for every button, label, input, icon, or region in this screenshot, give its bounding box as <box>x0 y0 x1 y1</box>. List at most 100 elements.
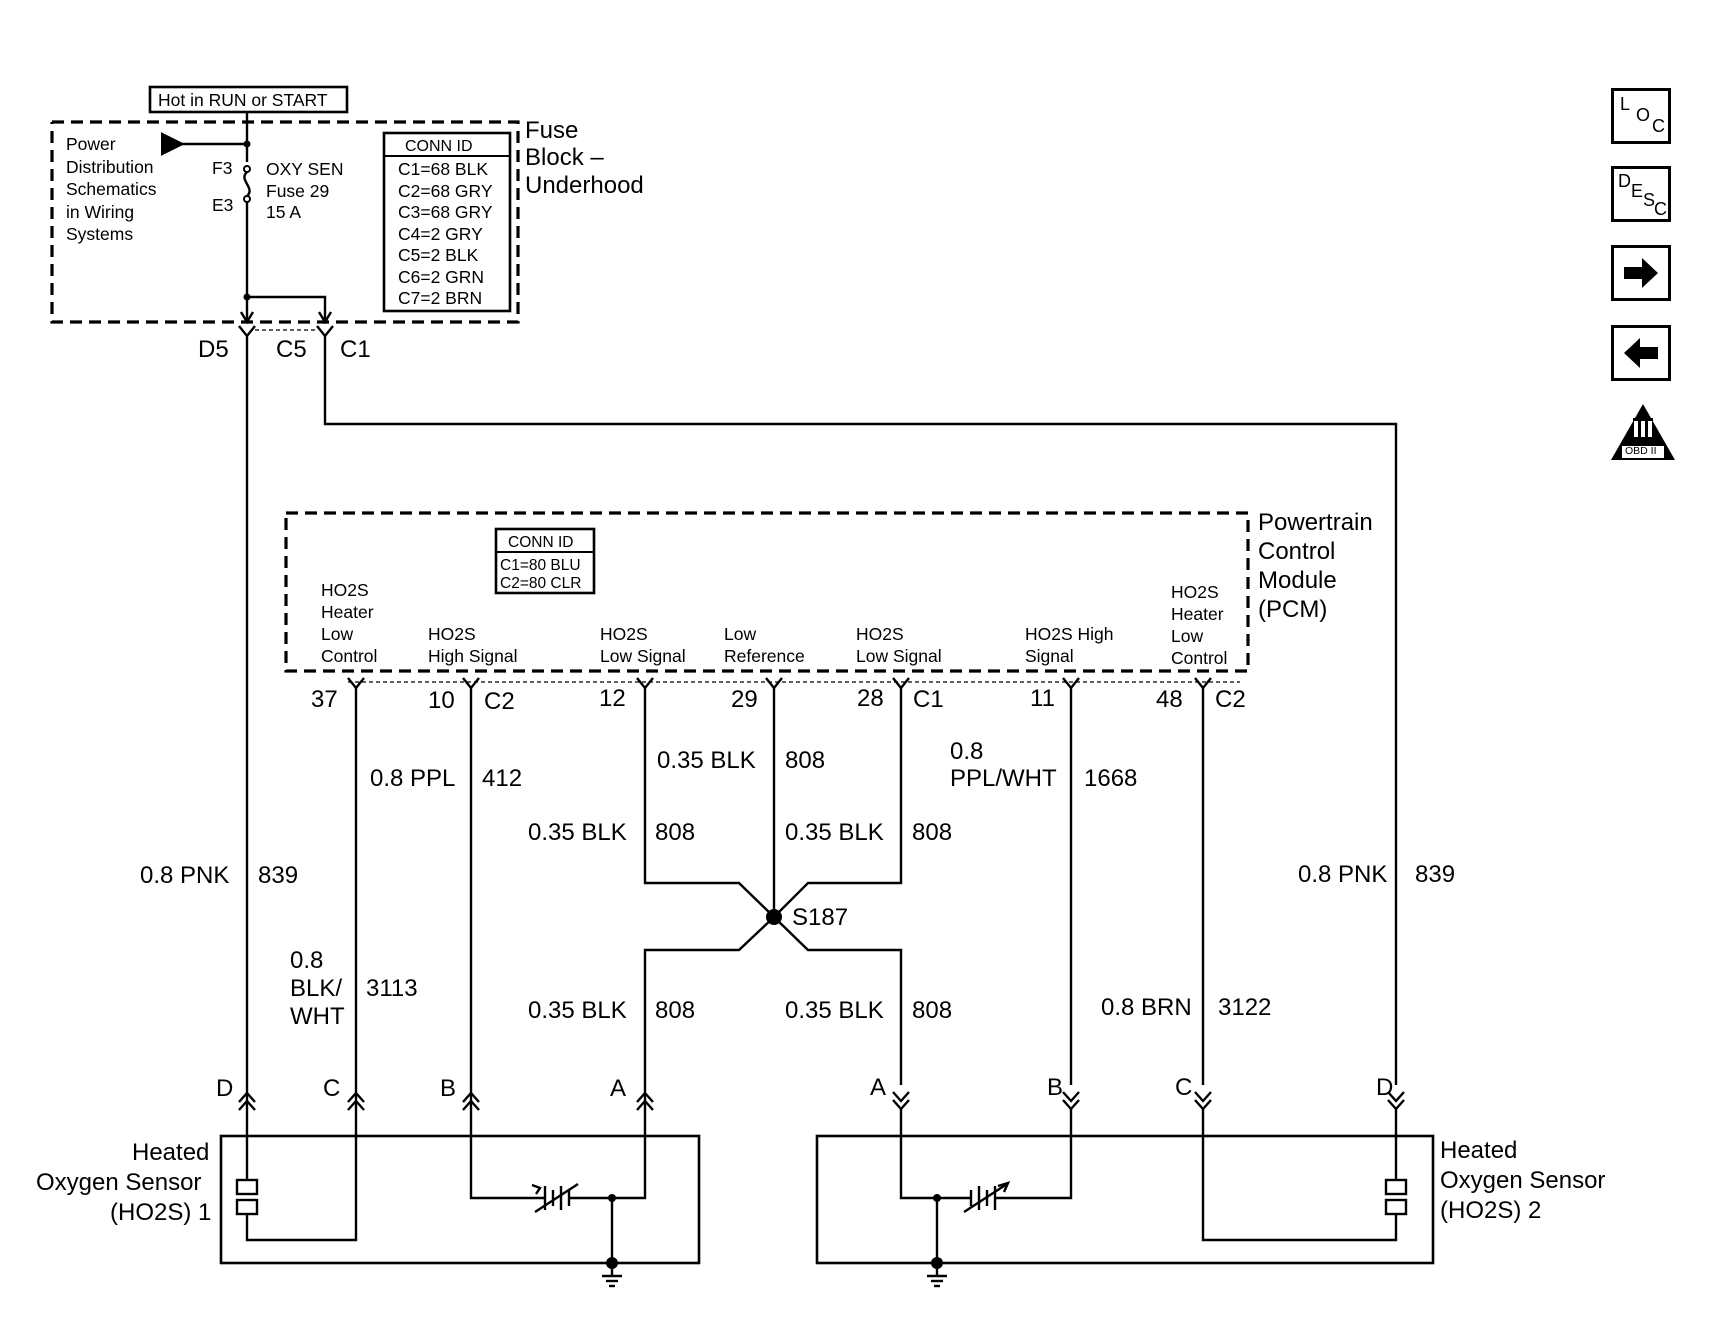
terminal-label: Control <box>321 646 377 666</box>
fuse-name: OXY SEN <box>266 159 344 179</box>
junction <box>606 1257 618 1269</box>
connector-icon <box>316 325 334 338</box>
fuse-block: Hot in RUN or START Power Distribution S… <box>50 85 644 325</box>
description-button[interactable]: D E S C <box>1611 166 1671 222</box>
sensor-name: (HO2S) 2 <box>1440 1197 1541 1224</box>
pcm: Powertrain Control Module (PCM) CONN ID … <box>284 509 1373 673</box>
sensor-name: Heated <box>132 1139 209 1166</box>
terminal-label: HO2S <box>600 624 648 644</box>
pcm-conn-c2: C2 <box>484 688 515 715</box>
connector-icon <box>1062 1091 1080 1111</box>
previous-page-button[interactable] <box>1611 325 1671 381</box>
sensor-2: A B C D Heated Oxy <box>815 1074 1605 1288</box>
location-button[interactable]: L O C <box>1611 88 1671 144</box>
hot-in-run-box <box>148 85 349 114</box>
terminal-label: Low <box>1171 626 1203 646</box>
arrow-right-icon <box>1624 258 1658 288</box>
connector-icon <box>462 677 480 690</box>
pcm-pin-48: 48 <box>1156 686 1183 713</box>
pcm-pin-28: 28 <box>857 685 884 712</box>
heater-return-wire <box>245 1110 358 1242</box>
conn-id-row: C7=2 BRN <box>398 288 482 308</box>
ground-icon <box>602 1270 622 1288</box>
wire-labels: 0.8 PNK 839 0.8 BLK/ WHT 3113 0.8 PPL 41… <box>140 738 1455 1030</box>
wire-808-28 <box>773 688 903 918</box>
fuse-block-name: Underhood <box>525 172 644 199</box>
terminal-label: Signal <box>1025 646 1074 666</box>
connector-icon <box>1062 677 1080 690</box>
signal-wire <box>469 1110 545 1200</box>
fuse-terminal <box>243 195 251 203</box>
pcm-pin-29: 29 <box>731 686 758 713</box>
wire-size: 0.8 <box>290 947 323 974</box>
pin-d5: D5 <box>198 336 229 363</box>
pcm-pin-10: 10 <box>428 687 455 714</box>
conn-id-row: C6=2 GRN <box>398 267 484 287</box>
conn-id-row: C3=68 GRY <box>398 202 493 222</box>
arrow-down-icon <box>239 311 255 325</box>
connector-icon <box>1194 677 1212 690</box>
connector-icon <box>892 677 910 690</box>
fuse-pin-f3: F3 <box>212 158 232 178</box>
power-dist-line: Systems <box>66 224 133 244</box>
pcm-pin-37: 37 <box>311 686 338 713</box>
conn-id-row: C5=2 BLK <box>398 245 479 265</box>
pcm-pin-12: 12 <box>599 685 626 712</box>
conn-id-row: C2=80 CLR <box>500 575 581 592</box>
terminal-label: Heater <box>1171 604 1224 624</box>
sensor-pin: D <box>216 1075 233 1102</box>
sensor-name: Heated <box>1440 1137 1517 1164</box>
sensor-pin: C <box>323 1075 340 1102</box>
signal-return-wire <box>995 1109 1073 1200</box>
heater-element-icon <box>1384 1178 1408 1196</box>
feed-junction <box>243 140 251 148</box>
pin-c5: C5 <box>276 336 307 363</box>
pcm-conn-c2: C2 <box>1215 686 1246 713</box>
terminal-label: HO2S <box>428 624 476 644</box>
pin-c1: C1 <box>340 336 371 363</box>
sensor-pin: B <box>1047 1074 1063 1101</box>
wire-circuit: 808 <box>785 747 825 774</box>
connector-icon <box>238 325 256 338</box>
power-dist-line: Power <box>66 134 116 154</box>
wire-size: 0.35 BLK <box>785 819 884 846</box>
wire-808-12 <box>643 688 775 918</box>
wire-size: PPL/WHT <box>950 765 1057 792</box>
sensor-1-box <box>219 1134 701 1265</box>
sensor-pin: A <box>610 1075 626 1102</box>
conn-id-row: C1=80 BLU <box>500 557 581 574</box>
fuse-pin-e3: E3 <box>212 195 233 215</box>
pcm-pin-11: 11 <box>1030 685 1055 712</box>
pcm-conn-c1: C1 <box>913 686 944 713</box>
arrow-left-icon <box>1624 338 1658 368</box>
sensor-name: (HO2S) 1 <box>110 1199 211 1226</box>
terminal-label: Low Signal <box>856 646 942 666</box>
fuse-block-connectors: D5 C5 C1 <box>198 325 371 363</box>
pcm-connectors: 37 10 C2 12 29 28 C1 11 48 C2 <box>311 677 1246 715</box>
wire-808-lower-left <box>643 916 775 1085</box>
terminal-label: HO2S <box>1171 582 1219 602</box>
wire-size: 0.35 BLK <box>657 747 756 774</box>
loc-letter: L <box>1620 94 1631 114</box>
wire-size: 0.8 PNK <box>1298 861 1387 888</box>
next-page-button[interactable] <box>1611 245 1671 301</box>
sensor-pin: B <box>440 1075 456 1102</box>
conn-id-title: CONN ID <box>405 138 473 155</box>
sensor-2-box <box>815 1134 1435 1265</box>
desc-letter: E <box>1631 181 1644 201</box>
pcm-name: (PCM) <box>1258 596 1327 623</box>
wire-circuit: 808 <box>912 997 952 1024</box>
variable-cell-icon <box>531 1182 579 1214</box>
conn-id-row: C4=2 GRY <box>398 224 483 244</box>
desc-letter: S <box>1643 190 1656 210</box>
sensor-pin: A <box>870 1074 886 1101</box>
loc-letter: C <box>1652 116 1665 136</box>
wire-size: 0.35 BLK <box>528 819 627 846</box>
wire-circuit: 808 <box>655 819 695 846</box>
wire-size: WHT <box>290 1003 345 1030</box>
junction <box>931 1257 943 1269</box>
wire-size: 0.8 PNK <box>140 862 229 889</box>
sensor-name: Oxygen Sensor <box>1440 1167 1605 1194</box>
wire-808-lower-right <box>773 916 903 1085</box>
obd-ii-button[interactable]: OBD II <box>1609 402 1677 462</box>
